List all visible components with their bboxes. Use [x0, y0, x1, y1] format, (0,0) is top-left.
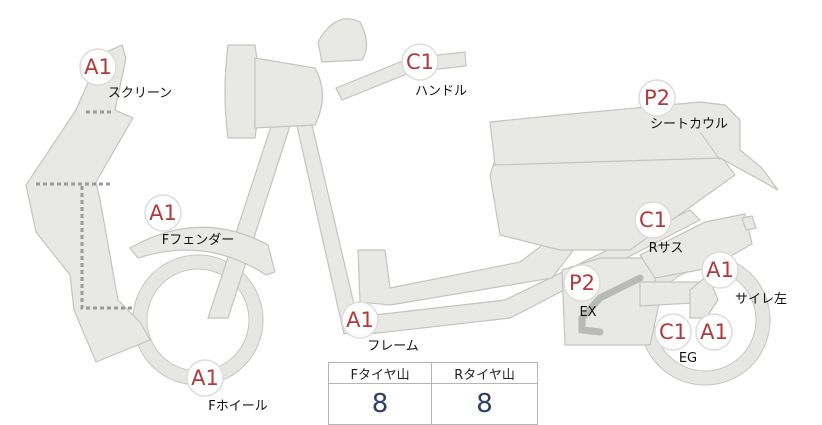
steering-column-shape [289, 94, 361, 335]
tail-stub-shape [741, 215, 757, 231]
grade-badge-circle [701, 251, 739, 289]
grade-text: A1 [191, 366, 219, 390]
front-tread-value: 8 [327, 383, 433, 425]
grade-badge-frame: A1 フレーム [341, 301, 419, 354]
grade-text: A1 [84, 55, 112, 79]
part-label-silencer-l: サイレ左 [735, 292, 787, 307]
grade-badge-circle [186, 359, 224, 397]
part-label-exhaust: EX [579, 305, 596, 320]
grade-badge-circle [79, 48, 117, 86]
grade-badge-circle [634, 201, 672, 239]
grade-badge-screen: A1 スクリーン [79, 48, 172, 101]
cowl-trim-lines [36, 110, 134, 310]
grade-badge-circle [341, 301, 379, 339]
tire-tread-table: Fタイヤ山 Rタイヤ山 8 8 [327, 362, 538, 425]
headlight-housing-shape [254, 57, 324, 129]
grade-text: A1 [346, 308, 374, 332]
headlight-shape [224, 44, 260, 139]
part-label-frame: フレーム [367, 339, 419, 354]
seat-cowl-shape [489, 101, 779, 191]
part-label-front-fender: Fフェンダー [162, 233, 234, 248]
grade-text: C1 [659, 320, 687, 344]
grade-badge-engine-a1: A1 [695, 313, 733, 351]
grade-badge-handle: C1 ハンドル [401, 43, 467, 99]
grade-text: C1 [406, 50, 434, 74]
grade-text: C1 [639, 208, 667, 232]
seat-divider [699, 131, 721, 161]
grade-text: A1 [149, 201, 177, 225]
rear-shock-shape [639, 213, 753, 279]
tread-header-row: Fタイヤ山 Rタイヤ山 [327, 362, 538, 384]
meter-shape [317, 18, 368, 63]
front-cowl-shape [25, 44, 151, 363]
grade-text: A1 [706, 258, 734, 282]
grade-badge-circle [695, 313, 733, 351]
grade-badge-circle [144, 194, 182, 232]
grade-badge-circle [638, 79, 676, 117]
exhaust-pipe-shape [578, 274, 644, 336]
part-label-seat-cowl: シートカウル [650, 117, 728, 132]
front-tread-header: Fタイヤ山 [327, 362, 433, 384]
part-label-rear-sus: Rサス [649, 241, 684, 256]
grade-badge-circle [401, 43, 439, 81]
part-label-front-wheel: Fホイール [208, 399, 267, 414]
part-label-screen: スクリーン [108, 86, 172, 101]
grade-text: P2 [569, 271, 595, 295]
grade-text: P2 [644, 86, 670, 110]
front-fender-shape [129, 226, 276, 276]
tread-value-row: 8 8 [327, 383, 538, 425]
rear-tread-value: 8 [431, 383, 538, 425]
grade-badge-seat-cowl: P2 シートカウル [638, 79, 728, 132]
grade-text: A1 [700, 320, 728, 344]
part-label-handle: ハンドル [415, 84, 467, 99]
rear-tread-header: Rタイヤ山 [431, 362, 538, 384]
grade-badge-circle [654, 313, 692, 351]
part-label-engine-c1: EG [679, 351, 697, 366]
grade-badge-circle [563, 264, 601, 302]
